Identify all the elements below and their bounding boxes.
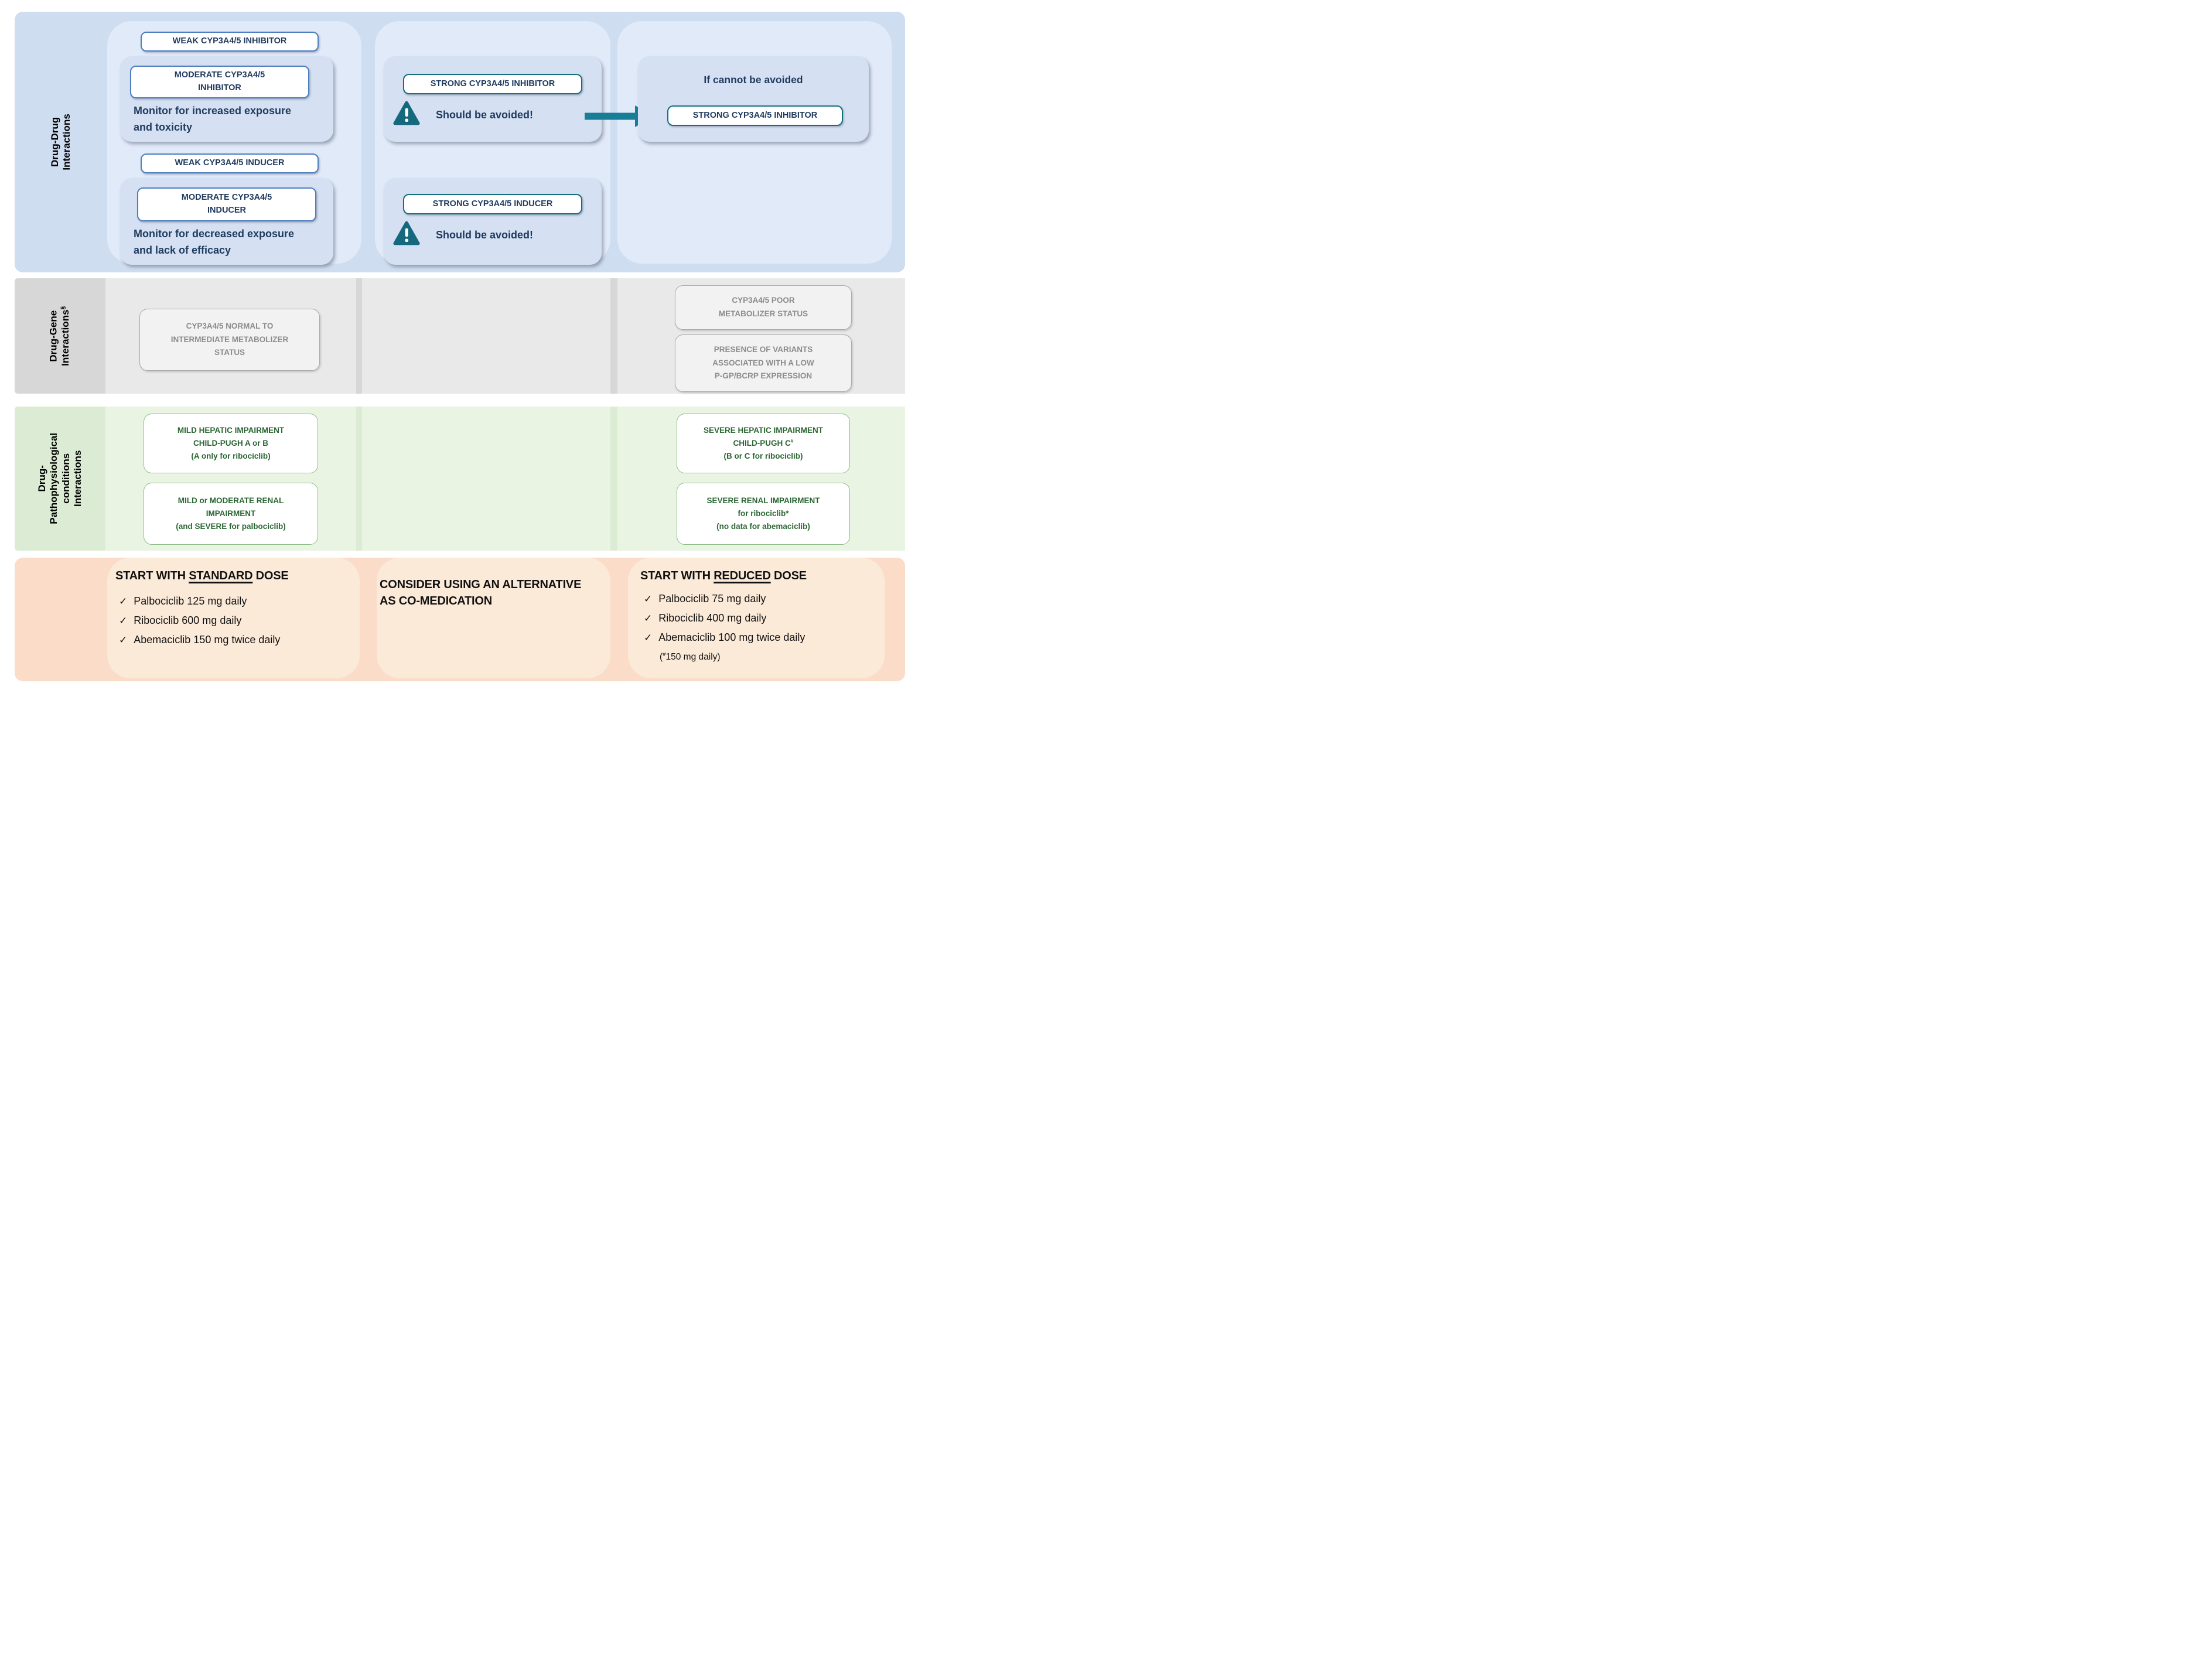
if-cannot-be-avoided-heading: If cannot be avoided <box>704 74 803 86</box>
hash-sup: # <box>663 651 666 658</box>
pgp-bcrp-variants-box: PRESENCE OF VARIANTS ASSOCIATED WITH A L… <box>675 334 852 392</box>
variants-line: P-GP/BCRP EXPRESSION <box>714 371 813 381</box>
severe-renal-box: SEVERE RENAL IMPAIRMENT for ribociclib* … <box>677 483 850 545</box>
mild-renal-line: MILD or MODERATE RENAL <box>177 496 284 505</box>
mild-hepatic-line: CHILD-PUGH A or B <box>193 438 268 448</box>
weak-inhibitor-box: WEAK CYP3A4/5 INHIBITOR <box>141 32 319 52</box>
hash-sup: # <box>790 438 794 444</box>
list-item: ✓Palbociclib 125 mg daily <box>119 595 247 607</box>
drug-patho-column2-segment <box>362 407 610 551</box>
weak-inducer-box: WEAK CYP3A4/5 INDUCER <box>141 153 319 173</box>
check-icon: ✓ <box>119 615 128 626</box>
moderate-inhibitor-line: INHIBITOR <box>198 83 241 93</box>
mild-hepatic-box: MILD HEPATIC IMPAIRMENT CHILD-PUGH A or … <box>144 414 318 473</box>
underlined-word: REDUCED <box>714 569 771 582</box>
moderate-inducer-box: MODERATE CYP3A4/5 INDUCER <box>137 187 316 221</box>
poor-metabolizer-line: CYP3A4/5 POOR <box>732 296 795 305</box>
list-item: ✓Ribociclib 400 mg daily <box>644 612 767 624</box>
strong-inhibitor-card <box>384 56 602 142</box>
strong-inducer-box: STRONG CYP3A4/5 INDUCER <box>403 194 582 214</box>
variants-line: PRESENCE OF VARIANTS <box>714 344 813 354</box>
moderate-inducer-line: MODERATE CYP3A4/5 <box>181 193 272 203</box>
row-label-line: Drug-Gene <box>47 310 59 362</box>
drug-gene-column2-segment <box>362 278 610 394</box>
weak-inhibitor-label: WEAK CYP3A4/5 INHIBITOR <box>172 36 287 46</box>
check-icon: ✓ <box>119 634 128 646</box>
severe-renal-line: SEVERE RENAL IMPAIRMENT <box>706 496 820 505</box>
underlined-word: STANDARD <box>189 569 253 582</box>
normal-metabolizer-line: STATUS <box>214 348 245 357</box>
mild-hepatic-line: (A only for ribociclib) <box>191 452 271 461</box>
monitor-line: Monitor for increased exposure <box>134 105 292 117</box>
list-item: ✓Ribociclib 600 mg daily <box>119 614 242 626</box>
weak-inducer-label: WEAK CYP3A4/5 INDUCER <box>175 158 285 168</box>
warning-icon <box>393 221 420 245</box>
check-icon: ✓ <box>644 593 653 605</box>
mild-hepatic-line: MILD HEPATIC IMPAIRMENT <box>177 425 285 435</box>
normal-metabolizer-line: INTERMEDIATE METABOLIZER <box>170 334 289 344</box>
list-item: ✓Abemaciclib 100 mg twice daily <box>644 631 805 643</box>
moderate-inducer-line: INDUCER <box>207 206 247 215</box>
severe-hepatic-line: SEVERE HEPATIC IMPAIRMENT <box>703 425 824 435</box>
moderate-inhibitor-line: MODERATE CYP3A4/5 <box>174 70 265 80</box>
mild-renal-line: IMPAIRMENT <box>206 508 256 518</box>
row-label-line: Interactions <box>71 450 83 507</box>
row-label-line: Drug- <box>36 465 47 492</box>
section-sup: § <box>60 306 67 310</box>
alternative-card <box>377 558 610 678</box>
moderate-inhibitor-box: MODERATE CYP3A4/5 INHIBITOR <box>130 66 309 98</box>
strong-inhibitor-label: STRONG CYP3A4/5 INHIBITOR <box>692 110 818 120</box>
severe-renal-line: (no data for abemaciclib) <box>716 522 810 531</box>
should-be-avoided-text: Should be avoided! <box>436 109 534 121</box>
list-item: ✓Palbociclib 75 mg daily <box>644 593 766 605</box>
row-label-drug-gene: Drug-Gene Interactions§ <box>15 278 105 394</box>
alternative-line: CONSIDER USING AN ALTERNATIVE <box>380 578 582 591</box>
if-cannot-be-avoided-card <box>638 56 869 142</box>
standard-dose-card <box>107 558 360 678</box>
normal-metabolizer-box: CYP3A4/5 NORMAL TO INTERMEDIATE METABOLI… <box>139 309 320 371</box>
row-label-drug-drug: Drug-Drug Interactions <box>15 12 107 272</box>
monitor-line: Monitor for decreased exposure <box>134 228 295 240</box>
check-icon: ✓ <box>119 596 128 607</box>
check-icon: ✓ <box>644 613 653 624</box>
warning-icon <box>393 101 420 125</box>
severe-hepatic-box: SEVERE HEPATIC IMPAIRMENT CHILD-PUGH C# … <box>677 414 850 473</box>
alternative-title: CONSIDER USING AN ALTERNATIVE AS CO-MEDI… <box>380 576 609 609</box>
standard-dose-list: ✓Palbociclib 125 mg daily ✓Ribociclib 60… <box>119 595 353 653</box>
row-label-line: Interactions§ <box>60 306 71 366</box>
reduced-dose-footnote: (#150 mg daily) <box>660 651 721 663</box>
standard-dose-title: START WITH STANDARD DOSE <box>115 569 289 582</box>
figure-cdk46-flowchart: Drug-Drug Interactions WEAK CYP3A4/5 INH… <box>0 0 906 685</box>
severe-hepatic-line: CHILD-PUGH C# <box>733 438 794 448</box>
strong-inducer-card <box>384 178 602 265</box>
monitor-decreased-text: Monitor for decreased exposure and lack … <box>134 226 330 259</box>
mild-renal-line: (and SEVERE for palbociclib) <box>176 522 286 531</box>
monitor-line: and lack of efficacy <box>134 244 231 256</box>
check-icon: ✓ <box>644 632 653 643</box>
monitor-line: and toxicity <box>134 121 193 133</box>
poor-metabolizer-box: CYP3A4/5 POOR METABOLIZER STATUS <box>675 285 852 330</box>
list-item: ✓Abemaciclib 150 mg twice daily <box>119 634 281 646</box>
strong-inhibitor-box: STRONG CYP3A4/5 INHIBITOR <box>403 74 582 94</box>
normal-metabolizer-line: CYP3A4/5 NORMAL TO <box>186 321 274 330</box>
variants-line: ASSOCIATED WITH A LOW <box>712 358 814 367</box>
poor-metabolizer-line: METABOLIZER STATUS <box>718 309 808 318</box>
row-label-line: Drug-Drug <box>49 117 60 167</box>
mild-renal-box: MILD or MODERATE RENAL IMPAIRMENT (and S… <box>144 483 318 545</box>
reduced-dose-card <box>628 558 885 678</box>
row-label-line: Pathophysiological <box>48 433 60 524</box>
monitor-increased-text: Monitor for increased exposure and toxic… <box>134 103 330 136</box>
should-be-avoided-text: Should be avoided! <box>436 229 534 241</box>
severe-hepatic-line: (B or C for ribociclib) <box>723 452 803 461</box>
strong-inhibitor-reduced-box: STRONG CYP3A4/5 INHIBITOR <box>667 105 843 126</box>
reduced-dose-title: START WITH REDUCED DOSE <box>640 569 807 582</box>
alternative-line: AS CO-MEDICATION <box>380 595 492 607</box>
strong-inhibitor-label: STRONG CYP3A4/5 INHIBITOR <box>430 78 555 88</box>
strong-inducer-label: STRONG CYP3A4/5 INDUCER <box>432 199 553 209</box>
severe-renal-line: for ribociclib* <box>738 508 789 518</box>
reduced-dose-list: ✓Palbociclib 75 mg daily ✓Ribociclib 400… <box>644 593 890 651</box>
row-label-drug-patho: Drug- Pathophysiological conditions Inte… <box>15 407 105 551</box>
row-label-line: conditions <box>60 453 71 504</box>
row-label-line: Interactions <box>60 114 72 170</box>
